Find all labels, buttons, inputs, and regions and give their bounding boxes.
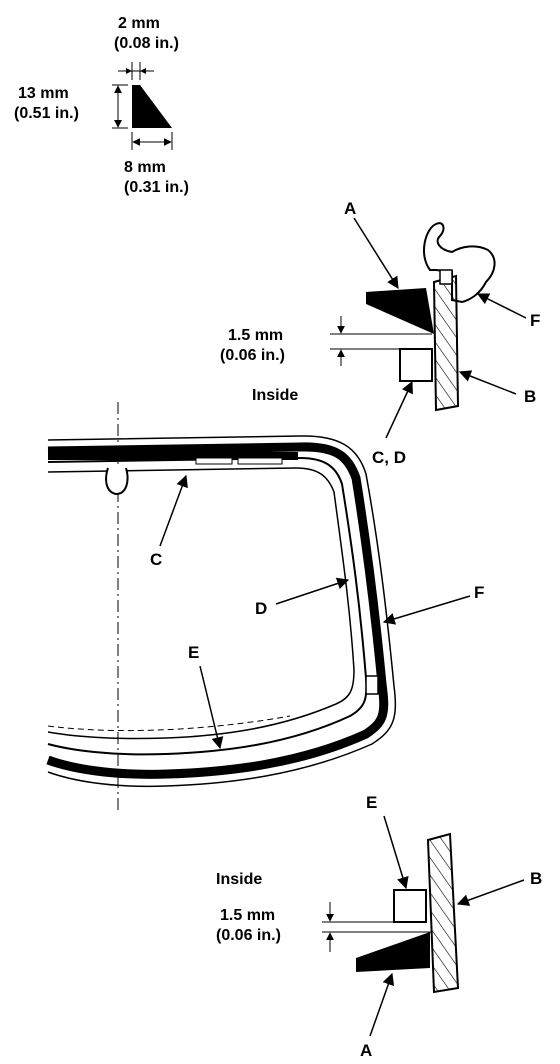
- upper-leader-a: [353, 217, 399, 290]
- upper-gap-label: 1.5 mm: [228, 327, 283, 344]
- upper-label-a: A: [344, 199, 356, 218]
- lower-spacer-e: [393, 889, 427, 923]
- windshield-lower-spacer-e: [47, 715, 291, 732]
- upper-glass-b: [432, 274, 460, 412]
- windshield-label-f: F: [474, 583, 484, 602]
- windshield-view: C D F E: [46, 402, 484, 812]
- lower-section-detail: E B A Inside 1.5 mm (0.06 in.): [216, 793, 542, 1060]
- lower-leader-b: [456, 879, 525, 906]
- windshield-label-e: E: [188, 643, 199, 662]
- upper-dam-a: [366, 288, 434, 334]
- lower-gap-label: 1.5 mm: [220, 907, 275, 924]
- base-width-label: 8 mm: [124, 159, 166, 176]
- windshield-top-strip-notch-1: [195, 457, 233, 465]
- lower-label-e: E: [366, 793, 377, 812]
- upper-label-f: F: [530, 311, 540, 330]
- windshield-dam-line: [47, 467, 355, 740]
- lower-leader-e: [383, 815, 409, 890]
- windshield-label-c: C: [150, 550, 162, 569]
- height-inch-label: (0.51 in.): [14, 105, 79, 122]
- upper-leader-f: [476, 293, 527, 319]
- windshield-top-strip-notch-2: [237, 457, 283, 465]
- base-width-inch-label: (0.31 in.): [124, 179, 189, 196]
- upper-gap-inch-label: (0.06 in.): [220, 347, 285, 364]
- windshield-leader-d: [275, 577, 350, 605]
- top-width-arrow-left: [126, 68, 132, 74]
- height-label: 13 mm: [18, 85, 69, 102]
- dam-cross-section: [132, 85, 172, 128]
- windshield-outer-edge: [47, 435, 397, 788]
- upper-spacer-cd: [399, 348, 433, 382]
- windshield-leader-f: [382, 595, 471, 625]
- top-width-arrow-right: [140, 68, 146, 74]
- lower-dam-a: [356, 932, 430, 972]
- upper-section-detail: A F B C, D 1.5 mm (0.06 in.) Inside: [220, 199, 540, 467]
- upper-label-cd: C, D: [372, 448, 406, 467]
- upper-glass-edge-clip: [439, 269, 453, 285]
- lower-glass-b: [426, 832, 460, 994]
- upper-molding-f: [422, 222, 496, 304]
- windshield-mirror-mount: [105, 467, 129, 496]
- lower-gap-inch-label: (0.06 in.): [216, 927, 281, 944]
- top-width-inch-label: (0.08 in.): [114, 35, 179, 52]
- windshield-label-d: D: [255, 599, 267, 618]
- upper-inside-label: Inside: [252, 387, 298, 404]
- dam-profile: 2 mm (0.08 in.) 13 mm (0.51 in.) 8 mm (0…: [14, 15, 189, 196]
- upper-label-b: B: [524, 387, 536, 406]
- windshield-side-clip: [365, 675, 379, 695]
- windshield-top-strip: [48, 452, 298, 460]
- windshield-leader-e: [199, 665, 224, 750]
- windshield-glass-edge: [47, 456, 368, 756]
- lower-label-a: A: [360, 1041, 372, 1060]
- windshield-molding-f: [46, 442, 389, 779]
- windshield-leader-c: [159, 474, 188, 547]
- lower-leader-a: [369, 972, 395, 1037]
- lower-inside-label: Inside: [216, 871, 262, 888]
- lower-label-b: B: [530, 869, 542, 888]
- top-width-label: 2 mm: [118, 15, 160, 32]
- upper-leader-b: [458, 370, 517, 395]
- upper-leader-cd: [385, 380, 413, 439]
